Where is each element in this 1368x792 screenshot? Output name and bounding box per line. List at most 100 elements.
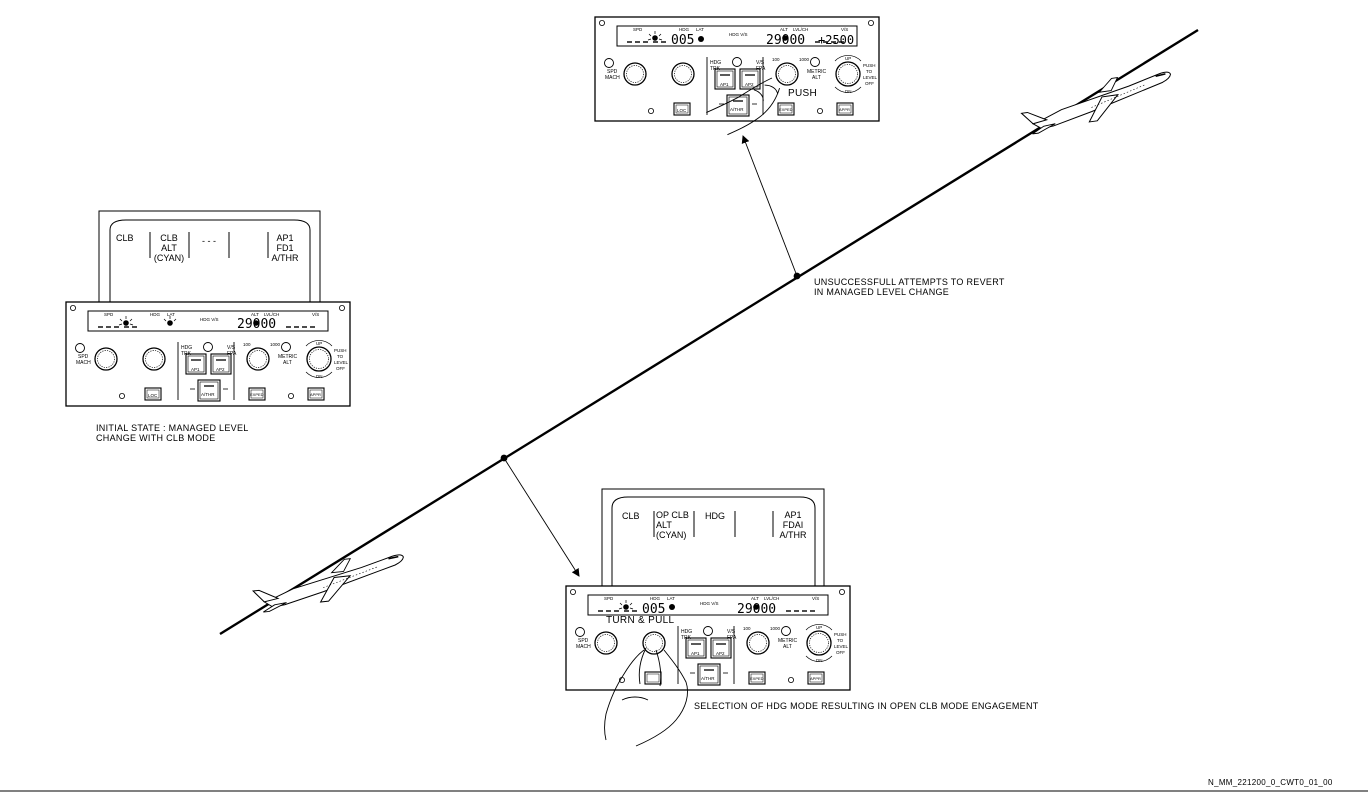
metric-label: METRIC (278, 354, 298, 360)
alt-label: ALT (780, 27, 788, 32)
plo-2: TO (866, 69, 873, 74)
fma-initial-col3: - - - (202, 236, 216, 246)
alt-label: ALT (251, 312, 259, 317)
fma-final-col1: CLB (622, 511, 640, 521)
fma-col2-line1: OP CLB (656, 510, 689, 520)
plo-4: OFF (336, 366, 345, 371)
hdg-trk-label-2: TRK (710, 66, 721, 72)
hdg-trk-label: HDG (181, 345, 192, 351)
hdg-vs-label: HDG V/S (700, 601, 719, 606)
plo-1: PUSH (863, 63, 876, 68)
exped-label: EXPED (750, 676, 764, 681)
fma-initial-col2: CLB ALT (CYAN) (152, 233, 186, 263)
hand-turn-pull-icon (604, 647, 688, 747)
step-100-label: 100 (243, 342, 251, 347)
hdg-trk-label-2: TRK (681, 635, 692, 641)
vs-fpa-label-2: FPA (727, 635, 737, 641)
alt-value: 29000 (237, 317, 276, 332)
plo-1: PUSH (334, 348, 347, 353)
fma-final-col3: HDG (705, 511, 725, 521)
lat-label: LAT (696, 27, 704, 32)
step-1000-label: 1000 (270, 342, 281, 347)
spd-mach-label: SPD (78, 354, 89, 360)
vs-value: +2500 (818, 33, 854, 47)
fma-col2-line3: (CYAN) (153, 253, 185, 263)
exped-label: EXPED (250, 392, 264, 397)
alt-value: 29000 (737, 602, 776, 617)
athr-label: A/THR (730, 107, 744, 112)
loc-label: LOC (677, 108, 687, 113)
plo-4: OFF (836, 650, 845, 655)
hdg-trk-label: HDG (681, 629, 692, 635)
ap2-label: AP2 (216, 367, 225, 372)
hdg-label: HDG (150, 312, 160, 317)
athr-label: A/THR (201, 392, 215, 397)
fcu-text-top: SPD HDG LAT HDG V/S ALT LVL/CH V/S 005 2… (605, 27, 878, 113)
hdg-vs-label: HDG V/S (200, 317, 219, 322)
turn-pull-action-label: TURN & PULL (606, 615, 675, 626)
vs-label: V/S (841, 27, 848, 32)
alt-label: ALT (751, 596, 759, 601)
caption-line: CHANGE WITH CLB MODE (96, 433, 216, 443)
plo-2: TO (837, 638, 844, 643)
plo-3: LEVEL (334, 360, 349, 365)
fma-final-col5: AP1 FDAI A/THR (775, 510, 811, 540)
fma-col2-line3: (CYAN) (656, 530, 687, 540)
plo-3: LEVEL (863, 75, 878, 80)
spd-mach-label-2: MACH (605, 75, 620, 81)
metric-alt-label: ALT (783, 644, 792, 650)
fma-initial-col1: CLB (116, 233, 134, 243)
caption-initial-state: INITIAL STATE : MANAGED LEVEL CHANGE WIT… (96, 423, 249, 443)
vs-fpa-label-2: FPA (756, 66, 766, 72)
arrow-to-bottom-fcu (503, 457, 580, 577)
up-label: UP (845, 56, 851, 61)
fma-col5-line1: AP1 (784, 510, 802, 520)
appr-label: APPR (810, 676, 821, 681)
ap2-label: AP2 (716, 651, 725, 656)
reference-code: N_MM_221200_0_CWT0_01_00 (1208, 778, 1333, 787)
dn-label: DN (316, 374, 323, 379)
fcu-text-bottom: SPD HDG LAT HDG V/S ALT LVL/CH V/S 005 2… (576, 596, 849, 681)
spd-mach-label: SPD (607, 69, 618, 75)
metric-label: METRIC (778, 638, 798, 644)
push-action-label: PUSH (788, 88, 817, 99)
lvl-ch-label: LVL/CH (764, 596, 779, 601)
metric-alt-label: ALT (812, 75, 821, 81)
hdg-value: 005 (671, 33, 694, 48)
appr-label: APPR (310, 392, 321, 397)
dn-label: DN (845, 89, 852, 94)
vs-label: V/S (312, 312, 319, 317)
caption-line: UNSUCCESSFULL ATTEMPTS TO REVERT (814, 277, 1005, 287)
step-1000-label: 1000 (799, 57, 810, 62)
hdg-label: HDG (650, 596, 660, 601)
hdg-label: HDG (679, 27, 689, 32)
vs-fpa-label-2: FPA (227, 351, 237, 357)
flight-path (219, 28, 1199, 636)
spd-label: SPD (633, 27, 643, 32)
hdg-trk-label-2: TRK (181, 351, 192, 357)
fma-col5-line2: FDAI (782, 520, 804, 530)
up-label: UP (816, 625, 822, 630)
hdg-vs-label: HDG V/S (729, 32, 748, 37)
plo-4: OFF (865, 81, 874, 86)
spd-mach-label-2: MACH (576, 644, 591, 650)
plo-2: TO (337, 354, 344, 359)
fma-col2-line2: ALT (656, 520, 672, 530)
plo-3: LEVEL (834, 644, 849, 649)
metric-label: METRIC (807, 69, 827, 75)
vs-fpa-label: V/S (756, 60, 765, 66)
up-label: UP (316, 341, 322, 346)
aircraft-lower (250, 552, 409, 614)
plo-1: PUSH (834, 632, 847, 637)
appr-label: APPR (839, 107, 850, 112)
spd-label: SPD (104, 312, 114, 317)
fma-col5-line1: AP1 (276, 233, 294, 243)
spd-mach-label: SPD (578, 638, 589, 644)
spd-label: SPD (604, 596, 614, 601)
caption-unsuccessful: UNSUCCESSFULL ATTEMPTS TO REVERT IN MANA… (814, 277, 1005, 297)
fma-col2-line1: CLB (160, 233, 178, 243)
hdg-value: 005 (642, 602, 665, 617)
alt-value: 29000 (766, 33, 805, 48)
exped-label: EXPED (779, 107, 793, 112)
